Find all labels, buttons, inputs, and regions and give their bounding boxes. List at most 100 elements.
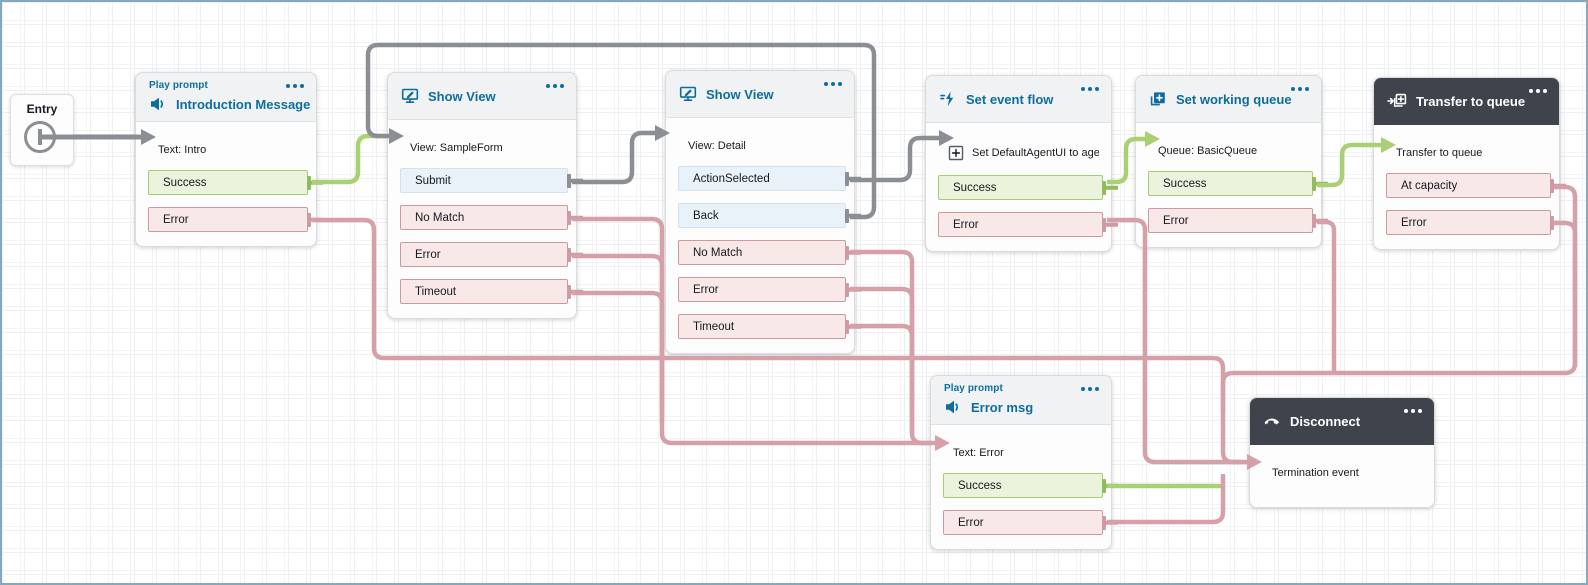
node-category-label: Play prompt [149,80,208,91]
output-port-success[interactable]: Success [148,170,308,195]
node-parameter-text: View: SampleForm [410,142,564,154]
ellipsis-menu-icon[interactable] [1081,387,1099,391]
node-header: Set working queue [1136,76,1321,123]
node-title-row: Error msg [944,398,1098,416]
output-port-label: No Match [693,246,743,259]
node-parameter-label: Transfer to queue [1396,147,1483,159]
node-title: Set working queue [1176,91,1292,107]
output-port-error[interactable]: Error [1386,210,1551,235]
output-port-error[interactable]: Error [943,510,1103,535]
node-parameter-label: Set DefaultAgentUI to age... [972,147,1099,159]
output-port-back[interactable]: Back [678,203,846,228]
output-port-label: No Match [415,211,465,224]
output-port-label: Error [953,218,979,231]
queue-plus-icon [1149,90,1167,108]
node-parameter-text: Termination event [1272,467,1422,479]
node-parameter-text: Set DefaultAgentUI to age... [948,145,1099,161]
speaker-icon [944,398,962,416]
edge-sv1-submit-to-sv2 [572,130,656,185]
output-port-label: Timeout [415,285,457,298]
node-header: Show View [666,71,854,118]
output-port-error[interactable]: Error [148,207,308,232]
node-title: Disconnect [1290,413,1361,429]
ellipsis-menu-icon[interactable] [1529,89,1547,93]
output-port-success[interactable]: Success [1148,171,1313,196]
ellipsis-menu-icon[interactable] [286,84,304,88]
entry-node[interactable]: Entry [10,94,74,166]
output-port-label: Error [1163,214,1189,227]
edge-intro-success-to-show-view-1 [312,133,388,185]
node-header: Disconnect [1250,398,1434,445]
node-header: Transfer to queue [1374,78,1559,125]
node-header: Show View [388,73,576,120]
output-port-label: Back [693,209,719,222]
monitor-edit-icon [401,87,419,105]
node-title: Introduction Message [176,96,311,112]
node-parameter-label: Text: Intro [158,144,207,156]
output-port-error[interactable]: Error [1148,208,1313,233]
node-parameter-text: View: Detail [688,140,842,152]
output-port-error[interactable]: Error [400,242,568,267]
node-title: Transfer to queue [1416,93,1526,109]
edge-sv1-timeout-join [572,290,665,422]
ellipsis-menu-icon[interactable] [546,84,564,88]
plus-box-icon [948,145,964,161]
output-port-actionselected[interactable]: ActionSelected [678,166,846,191]
output-port-label: Success [1163,177,1207,190]
ellipsis-menu-icon[interactable] [824,82,842,86]
edge-sv2-error-join [850,286,915,412]
output-port-success[interactable]: Success [943,473,1103,498]
output-port-timeout[interactable]: Timeout [400,279,568,304]
node-parameter-label: View: SampleForm [410,142,503,154]
output-port-label: Error [693,283,719,296]
edge-sv2-timeout-join [850,323,915,432]
output-port-at-capacity[interactable]: At capacity [1386,173,1551,198]
phone-down-icon [1263,412,1281,430]
node-title: Show View [428,88,496,104]
node-parameter-label: Termination event [1272,467,1359,479]
entry-label: Entry [26,102,58,116]
ellipsis-menu-icon[interactable] [1404,409,1422,413]
node-title: Show View [706,86,774,102]
output-port-success[interactable]: Success [938,175,1103,200]
output-port-no-match[interactable]: No Match [678,240,846,265]
node-title: Error msg [971,399,1034,415]
node-parameter-label: Queue: BasicQueue [1158,145,1258,157]
output-port-error[interactable]: Error [938,212,1103,237]
node-title-row: Introduction Message [149,95,310,113]
node-parameter-label: Text: Error [953,447,1004,459]
output-port-label: At capacity [1401,179,1458,192]
output-port-label: Error [958,516,984,529]
output-port-timeout[interactable]: Timeout [678,314,846,339]
edge-error-msg-error-to-disconnect [1107,474,1226,525]
ellipsis-menu-icon[interactable] [1291,87,1309,91]
edge-set-event-flow-error-to-disconnect [1107,217,1242,465]
transfer-queue-icon [1387,92,1407,110]
node-parameter-text: Queue: BasicQueue [1158,145,1309,157]
output-port-label: Success [163,176,207,189]
output-port-error[interactable]: Error [678,277,846,302]
speaker-icon [149,95,167,113]
output-port-label: Timeout [693,320,735,333]
node-header: Set event flow [926,76,1111,123]
output-port-no-match[interactable]: No Match [400,205,568,230]
monitor-edit-icon [679,85,697,103]
node-parameter-label: View: Detail [688,140,746,152]
node-parameter-text: Text: Error [953,447,1099,459]
ellipsis-menu-icon[interactable] [1081,87,1099,91]
node-parameter-text: Text: Intro [158,144,304,156]
output-port-label: Submit [415,174,451,187]
output-port-submit[interactable]: Submit [400,168,568,193]
output-port-label: Error [415,248,441,261]
